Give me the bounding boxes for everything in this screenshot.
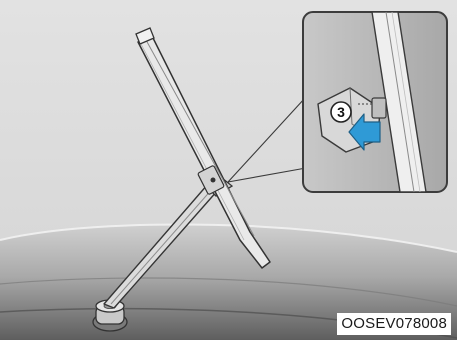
step-number: 3 [337,104,345,120]
reference-code: OOSEV078008 [337,313,451,335]
circled-number-icon: 3 [331,102,351,122]
detail-inset [303,12,447,192]
